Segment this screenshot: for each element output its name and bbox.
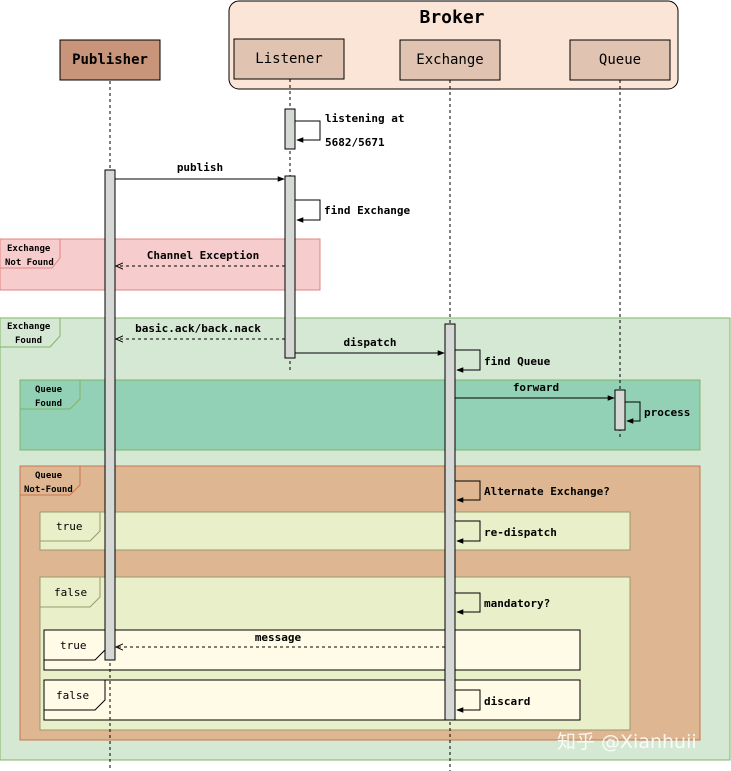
message-forward-label: forward <box>513 381 559 394</box>
fragment-mandatory-true <box>43 629 581 671</box>
participant-listener <box>233 38 345 80</box>
fragment-queue-found-label-1: Queue <box>35 385 63 395</box>
message-find-queue-label: find Queue <box>484 355 551 368</box>
broker-title: Broker <box>419 7 484 28</box>
message-mandatory-label: mandatory? <box>484 597 550 610</box>
fragment-queue-not-found-label-2: Not-Found <box>24 485 73 495</box>
fragment-queue-found-tab <box>19 379 81 410</box>
participant-publisher <box>59 39 161 81</box>
activation-publisher <box>104 169 116 661</box>
activation-exchange <box>444 323 456 721</box>
self-call-mandatory-arrow <box>455 592 481 615</box>
fragment-mandatory-false <box>43 679 581 721</box>
participant-queue-label: Queue <box>599 52 641 68</box>
activation-listener-listening <box>284 108 296 150</box>
activation-queue <box>614 389 626 431</box>
fragment-mandatory-false-tab <box>43 679 106 711</box>
fragment-exchange-not-found-tab <box>0 238 61 269</box>
fragment-alt-false-tab <box>39 576 101 608</box>
fragment-queue-found <box>19 379 701 451</box>
fragment-alt-false-label: false <box>54 586 87 599</box>
participant-queue <box>569 39 671 81</box>
fragment-queue-not-found-tab <box>19 465 81 496</box>
message-listening-line2: 5682/5671 <box>325 136 385 149</box>
message-channel-exception-label: Channel Exception <box>147 249 260 262</box>
self-call-find-queue-arrow <box>455 349 481 373</box>
watermark: 知乎 @Xianhuii <box>557 731 697 753</box>
message-publish-label: publish <box>177 161 223 174</box>
self-call-re-dispatch-arrow <box>455 520 481 544</box>
participant-exchange-label: Exchange <box>416 52 483 68</box>
message-process-label: process <box>644 406 690 419</box>
self-call-find-exchange-arrow <box>295 199 321 223</box>
message-find-exchange-label: find Exchange <box>324 204 410 217</box>
participant-publisher-label: Publisher <box>72 52 148 68</box>
fragment-queue-found-label-2: Found <box>35 399 62 409</box>
fragment-mandatory-true-tab <box>43 629 106 661</box>
fragment-mandatory-false-label: false <box>56 689 89 702</box>
message-return-label: message <box>255 631 302 644</box>
self-call-listening-arrow <box>295 120 321 143</box>
message-re-dispatch-label: re-dispatch <box>484 526 557 539</box>
message-discard-label: discard <box>484 695 530 708</box>
fragment-exchange-found-label-2: Found <box>15 336 42 346</box>
self-call-alternate-exchange-arrow <box>455 480 481 503</box>
fragment-mandatory-true-label: true <box>60 639 87 652</box>
fragment-alt-true <box>39 511 631 551</box>
participant-listener-label: Listener <box>255 51 322 67</box>
fragment-alt-true-tab <box>39 511 101 542</box>
fragment-alt-true-label: true <box>56 520 83 533</box>
message-listening-line1: listening at <box>325 112 404 125</box>
fragment-queue-not-found-label-1: Queue <box>35 471 63 481</box>
self-call-process-arrow <box>625 401 641 424</box>
fragment-exchange-not-found-label-1: Exchange <box>7 244 51 254</box>
self-call-discard-arrow <box>455 689 481 713</box>
fragment-exchange-not-found-label-2: Not Found <box>5 258 54 268</box>
fragment-exchange-found-label-1: Exchange <box>7 322 51 332</box>
message-dispatch-label: dispatch <box>344 336 397 349</box>
participant-exchange <box>399 39 501 81</box>
fragment-exchange-found-tab <box>0 317 61 348</box>
activation-listener-main <box>284 175 296 359</box>
message-alternate-exchange-label: Alternate Exchange? <box>484 485 610 498</box>
message-basic-ack-label: basic.ack/back.nack <box>135 322 261 335</box>
